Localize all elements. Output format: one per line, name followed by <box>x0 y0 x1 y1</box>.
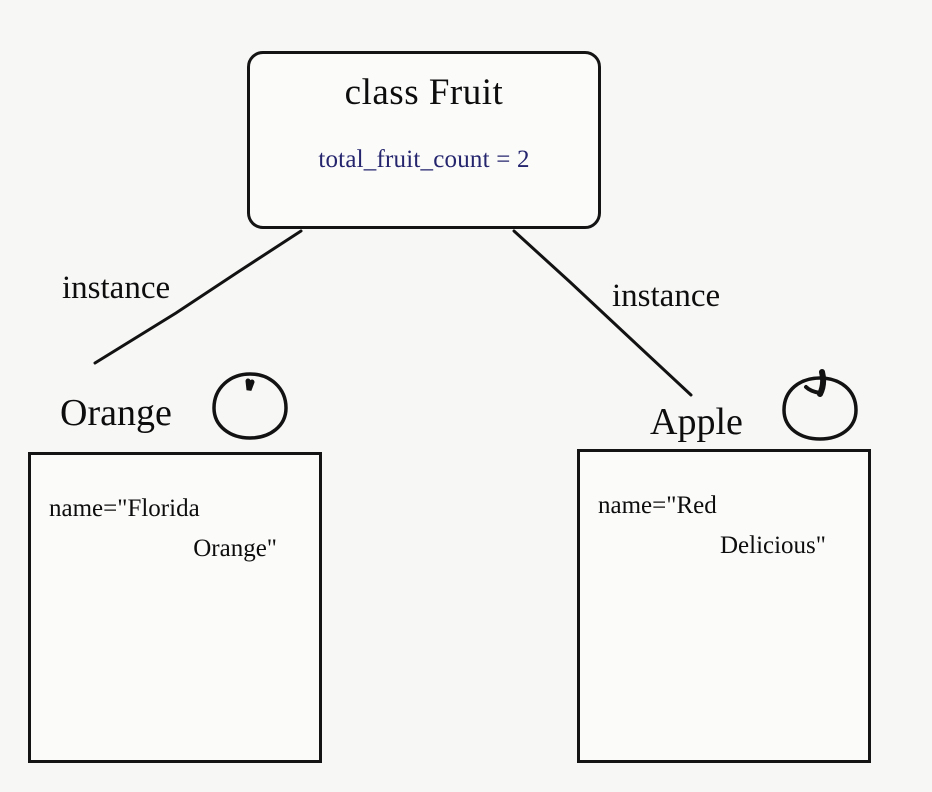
instance-attribute-orange-line1: name="Florida <box>49 495 200 522</box>
instance-attribute-apple-line2: Delicious" <box>719 532 826 559</box>
edge-label-instance-orange: instance <box>62 270 171 306</box>
instance-attribute-orange: name="Florida Orange" <box>49 489 301 569</box>
apple-fruit-icon <box>782 369 858 441</box>
instance-attribute-orange-line2: Orange" <box>193 535 277 562</box>
instance-title-apple: Apple <box>650 401 743 443</box>
class-node-title: class Fruit <box>344 72 504 113</box>
instance-title-orange: Orange <box>60 392 172 434</box>
orange-fruit-icon <box>212 372 288 440</box>
edge-label-instance-apple: instance <box>612 278 721 314</box>
class-node-fruit: class Fruit total_fruit_count = 2 <box>247 51 601 229</box>
instance-attribute-apple-line1: name="Red <box>598 492 717 519</box>
instance-node-orange: name="Florida Orange" <box>28 452 322 763</box>
instance-node-apple: name="Red Delicious" <box>577 449 871 763</box>
class-node-attribute: total_fruit_count = 2 <box>318 146 530 173</box>
instance-attribute-apple: name="Red Delicious" <box>598 486 850 566</box>
